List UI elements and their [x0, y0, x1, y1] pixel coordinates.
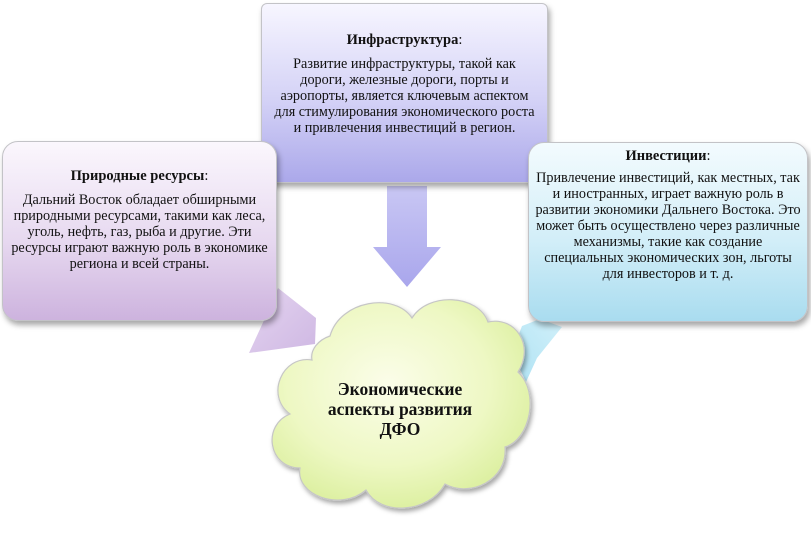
arrow-investments-icon [512, 319, 562, 382]
natural-resources-text: Дальний Восток обладает обширными природ… [11, 192, 268, 272]
infrastructure-title: Инфраструктура: [346, 32, 463, 48]
arrow-infrastructure-icon [373, 186, 441, 287]
investments-text: Привлечение инвестиций, как местных, так… [535, 170, 801, 282]
natural-resources-title: Природные ресурсы: [70, 168, 209, 184]
investments-title: Инвестиции: [625, 148, 711, 164]
center-cloud-icon [271, 299, 531, 509]
investments-box: Инвестиции: Привлечение инвестиций, как … [528, 142, 808, 322]
natural-resources-box: Природные ресурсы: Дальний Восток облада… [2, 141, 277, 321]
infrastructure-box: Инфраструктура: Развитие инфраструктуры,… [261, 3, 548, 183]
arrow-natural-resources-icon [249, 288, 316, 353]
center-label: Экономические аспекты развития ДФО [327, 379, 473, 439]
infrastructure-text: Развитие инфраструктуры, такой как дорог… [274, 56, 535, 136]
